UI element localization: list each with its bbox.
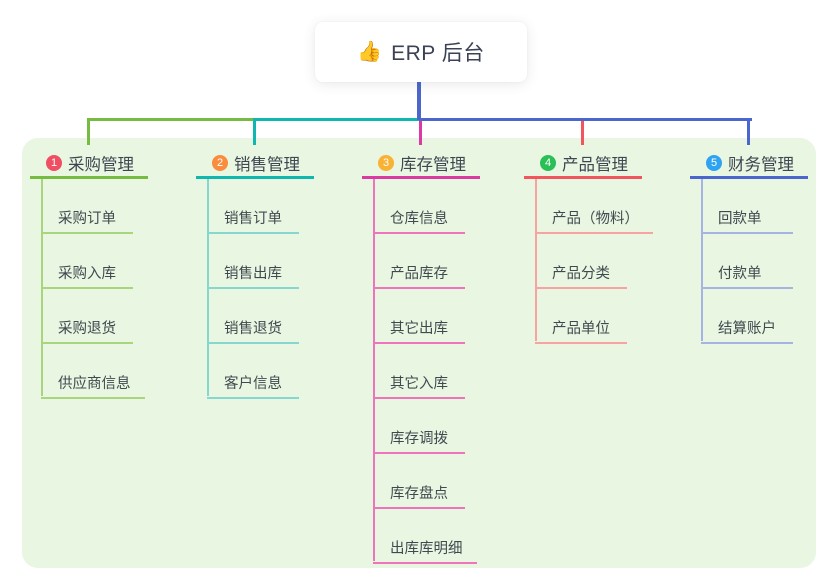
- child-node-label: 产品单位: [552, 321, 610, 338]
- child-connector-line: [373, 179, 375, 561]
- child-node-label: 销售退货: [224, 321, 282, 338]
- connector-horizontal-line: [419, 118, 752, 121]
- child-node-label: 采购订单: [58, 211, 116, 228]
- child-connector-line: [207, 179, 209, 396]
- branch-2: 2 销售管理销售订单销售出库销售退货客户信息: [196, 150, 314, 399]
- connector-drop-line: [253, 118, 256, 145]
- mindmap-child-node[interactable]: 客户信息: [207, 344, 299, 399]
- child-node-label: 其它入库: [390, 376, 448, 393]
- root-node-label: ERP 后台: [391, 42, 485, 65]
- mindmap-panel: [22, 138, 816, 568]
- connector-horizontal-line: [253, 118, 420, 121]
- branch-children: 产品（物料） 产品分类产品单位: [524, 179, 653, 344]
- mindmap-branch-node[interactable]: 5 财务管理: [690, 150, 808, 176]
- mindmap-branch-node[interactable]: 2 销售管理: [196, 150, 314, 176]
- branch-number-badge: 5: [706, 155, 722, 171]
- branch-number-badge: 4: [540, 155, 556, 171]
- child-connector-line: [701, 179, 703, 341]
- branch-number-badge: 3: [378, 155, 394, 171]
- child-node-label: 销售订单: [224, 211, 282, 228]
- branch-label: 产品管理: [562, 156, 628, 174]
- branch-children: 仓库信息产品库存其它出库其它入库库存调拨库存盘点出库库明细: [362, 179, 480, 564]
- mindmap-child-node[interactable]: 销售订单: [207, 179, 299, 234]
- branch-children: 回款单付款单结算账户: [690, 179, 808, 344]
- child-node-label: 库存盘点: [390, 486, 448, 503]
- child-node-label: 产品分类: [552, 266, 610, 283]
- child-node-label: 销售出库: [224, 266, 282, 283]
- branch-label: 库存管理: [400, 156, 466, 174]
- branch-children: 采购订单采购入库采购退货供应商信息: [30, 179, 148, 399]
- child-node-label: 付款单: [718, 266, 762, 283]
- mindmap-child-node[interactable]: 结算账户: [701, 289, 793, 344]
- branch-5: 5 财务管理回款单付款单结算账户: [690, 150, 808, 344]
- branch-underline: [30, 176, 148, 179]
- child-node-label: 产品库存: [390, 266, 448, 283]
- child-node-label: 仓库信息: [390, 211, 448, 228]
- thumbs-up-icon: 👍: [357, 41, 383, 63]
- connector-drop-line: [87, 118, 90, 145]
- branch-underline: [362, 176, 480, 179]
- mindmap-child-node[interactable]: 采购退货: [41, 289, 133, 344]
- connector-drop-line: [419, 118, 422, 145]
- branch-underline: [524, 176, 642, 179]
- branch-number-badge: 2: [212, 155, 228, 171]
- mindmap-branch-node[interactable]: 4 产品管理: [524, 150, 642, 176]
- child-node-label: 结算账户: [718, 321, 776, 338]
- connector-drop-line: [747, 118, 750, 145]
- child-node-label: 客户信息: [224, 376, 282, 393]
- branch-label: 销售管理: [234, 156, 300, 174]
- branch-4: 4 产品管理产品（物料） 产品分类产品单位: [524, 150, 653, 344]
- branch-3: 3 库存管理仓库信息产品库存其它出库其它入库库存调拨库存盘点出库库明细: [362, 150, 480, 564]
- branch-number-badge: 1: [46, 155, 62, 171]
- mindmap-branch-node[interactable]: 1 采购管理: [30, 150, 148, 176]
- child-node-label: 供应商信息: [58, 376, 131, 393]
- branch-underline: [690, 176, 808, 179]
- mindmap-child-node[interactable]: 产品（物料）: [535, 179, 653, 234]
- child-node-label: 采购退货: [58, 321, 116, 338]
- mindmap-child-node[interactable]: 其它出库: [373, 289, 465, 344]
- branch-underline: [196, 176, 314, 179]
- branch-children: 销售订单销售出库销售退货客户信息: [196, 179, 314, 399]
- mindmap-child-node[interactable]: 库存盘点: [373, 454, 465, 509]
- branch-label: 财务管理: [728, 156, 794, 174]
- mindmap-child-node[interactable]: 产品单位: [535, 289, 627, 344]
- mindmap-child-node[interactable]: 销售出库: [207, 234, 299, 289]
- child-node-label: 出库库明细: [390, 541, 463, 558]
- child-connector-line: [535, 179, 537, 341]
- child-node-label: 回款单: [718, 211, 762, 228]
- mindmap-child-node[interactable]: 产品分类: [535, 234, 627, 289]
- child-node-label: 其它出库: [390, 321, 448, 338]
- root-node[interactable]: 👍 ERP 后台: [315, 22, 527, 82]
- mindmap-child-node[interactable]: 销售退货: [207, 289, 299, 344]
- branch-label: 采购管理: [68, 156, 134, 174]
- mindmap-child-node[interactable]: 采购入库: [41, 234, 133, 289]
- mindmap-child-node[interactable]: 其它入库: [373, 344, 465, 399]
- connector-drop-line: [581, 118, 584, 145]
- mindmap-child-node[interactable]: 产品库存: [373, 234, 465, 289]
- mindmap-child-node[interactable]: 回款单: [701, 179, 793, 234]
- mindmap-child-node[interactable]: 仓库信息: [373, 179, 465, 234]
- mindmap-child-node[interactable]: 库存调拨: [373, 399, 465, 454]
- child-node-label: 产品（物料）: [552, 211, 639, 228]
- mindmap-child-node[interactable]: 供应商信息: [41, 344, 145, 399]
- mindmap-child-node[interactable]: 出库库明细: [373, 509, 477, 564]
- mindmap-child-node[interactable]: 付款单: [701, 234, 793, 289]
- mindmap-branch-node[interactable]: 3 库存管理: [362, 150, 480, 176]
- root-connector-line: [417, 82, 421, 120]
- branch-1: 1 采购管理采购订单采购入库采购退货供应商信息: [30, 150, 148, 399]
- mindmap-child-node[interactable]: 采购订单: [41, 179, 133, 234]
- child-connector-line: [41, 179, 43, 396]
- child-node-label: 库存调拨: [390, 431, 448, 448]
- child-node-label: 采购入库: [58, 266, 116, 283]
